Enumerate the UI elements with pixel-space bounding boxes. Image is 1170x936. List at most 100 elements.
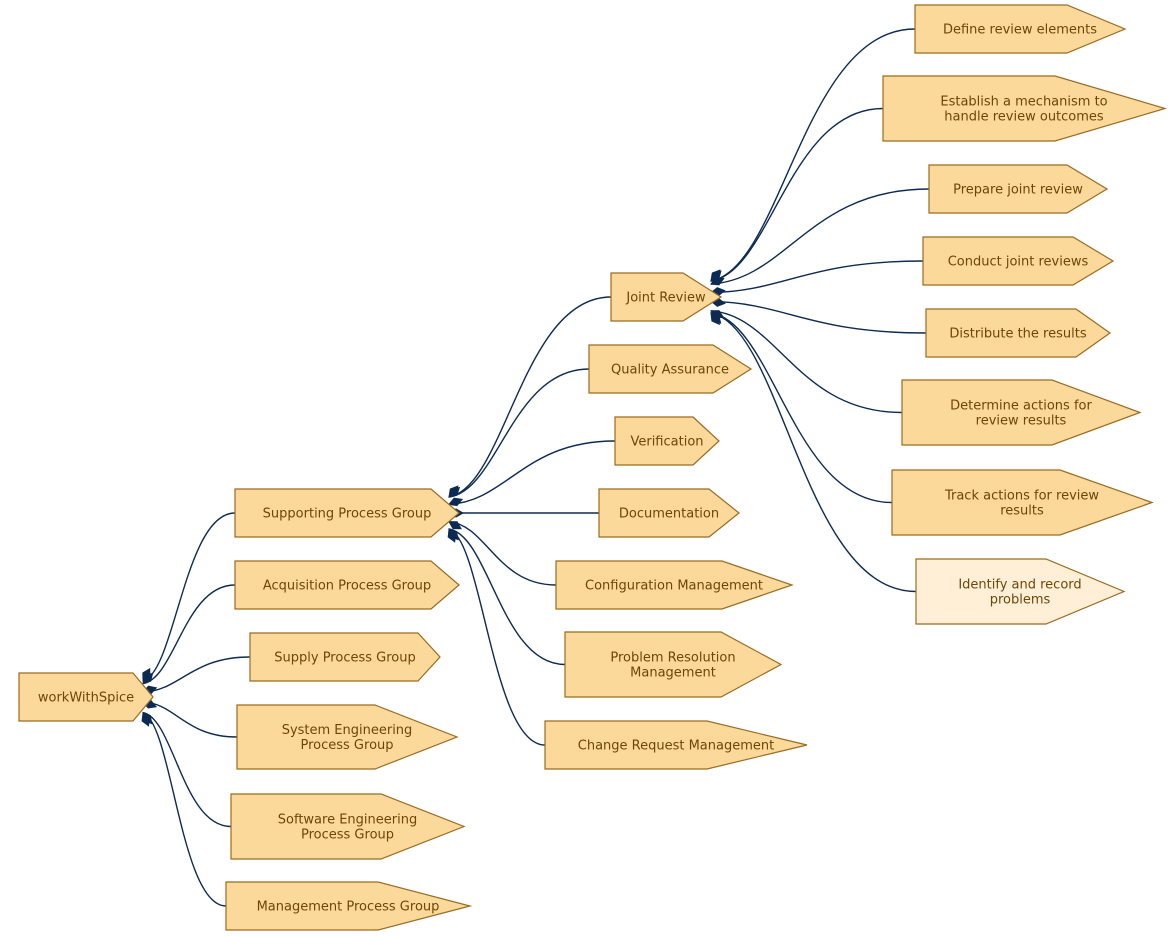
node-label: Determine actions for [950,399,1092,414]
node-label: handle review outcomes [944,110,1104,125]
node-label: Supporting Process Group [263,507,432,522]
node-shape [915,558,1126,625]
node-acquisition[interactable]: Acquisition Process Group [234,560,460,610]
composition-diamond-icon [448,486,461,498]
node-label: Supply Process Group [274,651,415,666]
node-label: Prepare joint review [953,183,1083,198]
node-label: review results [976,414,1067,429]
node-conduct[interactable]: Conduct joint reviews [922,236,1115,286]
node-label: results [1000,504,1044,519]
node-shape [230,793,466,860]
node-shape [891,469,1154,536]
edge-joint_review-to-determine [710,310,903,414]
node-label: Documentation [619,507,719,522]
node-label: Acquisition Process Group [263,579,431,594]
node-label: Process Group [301,828,394,843]
node-shape [555,560,794,610]
edge-supporting-to-joint_review [448,296,612,498]
node-label: workWithSpice [38,691,134,706]
node-supply[interactable]: Supply Process Group [249,632,441,682]
node-shape [914,4,1127,54]
edge-root-to-acquisition [142,584,236,685]
node-shape [564,631,783,698]
node-label: Define review elements [943,23,1097,38]
node-config-mgmt[interactable]: Configuration Management [555,560,794,610]
edge-supporting-to-change_req [447,528,546,746]
node-shape [614,416,720,466]
edge-joint_review-to-prepare [710,188,930,286]
node-joint-review[interactable]: Joint Review [610,272,723,322]
node-prepare[interactable]: Prepare joint review [928,164,1109,214]
edge-supporting-to-documentation [447,508,599,518]
edge-joint_review-to-define_review [710,28,916,282]
node-label: Verification [630,435,703,450]
node-shape [18,672,154,722]
node-shape [928,164,1109,214]
node-shape [598,488,740,538]
node-shape [882,75,1168,142]
node-shape [249,632,441,682]
edge-root-to-supporting [142,512,236,682]
node-label: Change Request Management [578,739,774,754]
node-shape [901,379,1142,446]
node-quality[interactable]: Quality Assurance [588,344,753,394]
node-distribute[interactable]: Distribute the results [925,308,1112,358]
node-label: Track actions for review [944,489,1099,504]
node-define-review[interactable]: Define review elements [914,4,1127,54]
edge-joint_review-to-track [710,312,893,504]
node-label: problems [990,593,1051,608]
node-label: Conduct joint reviews [948,255,1089,270]
node-root[interactable]: workWithSpice [18,672,154,722]
node-verification[interactable]: Verification [614,416,720,466]
edge-root-to-software_eng [142,711,232,828]
node-label: Problem Resolution [610,651,735,666]
node-label: Identify and record [958,578,1081,593]
node-label: Distribute the results [949,327,1086,342]
composition-diamond-icon [710,277,725,286]
edge-joint_review-to-establish [710,107,884,282]
node-shape [225,881,473,931]
node-documentation[interactable]: Documentation [598,488,740,538]
nodes-layer: workWithSpice Supporting Process GroupAcq… [18,4,1168,931]
node-shape [588,344,753,394]
edge-root-to-management [141,712,227,907]
node-supporting[interactable]: Supporting Process Group [234,488,460,538]
node-shape [234,560,460,610]
edge-joint_review-to-identify [710,312,917,593]
composition-diamond-icon [710,312,720,326]
node-label: Management [630,666,716,681]
node-label: Establish a mechanism to [940,95,1107,110]
composition-diamond-icon [448,521,462,530]
node-label: Joint Review [625,291,706,306]
composition-diamond-icon [447,528,457,543]
node-shape [236,704,459,770]
node-management[interactable]: Management Process Group [225,881,473,931]
composition-diamond-icon [141,712,150,727]
composition-diamond-icon [448,497,464,507]
edge-root-to-supply [142,656,251,695]
node-label: System Engineering [282,723,413,738]
node-shape [544,720,808,770]
node-label: Management Process Group [257,900,440,915]
edges-layer [141,28,930,907]
node-label: Process Group [300,738,393,753]
node-change-req[interactable]: Change Request Management [544,720,808,770]
node-shape [925,308,1112,358]
node-shape [922,236,1115,286]
edge-joint_review-to-conduct [710,260,924,297]
edge-supporting-to-config_mgmt [448,520,557,586]
node-shape [610,272,723,322]
edge-joint_review-to-distribute [710,297,927,334]
composition-diamond-icon [142,672,154,685]
node-shape [234,488,460,538]
node-label: Quality Assurance [611,363,729,378]
node-label: Software Engineering [278,813,417,828]
